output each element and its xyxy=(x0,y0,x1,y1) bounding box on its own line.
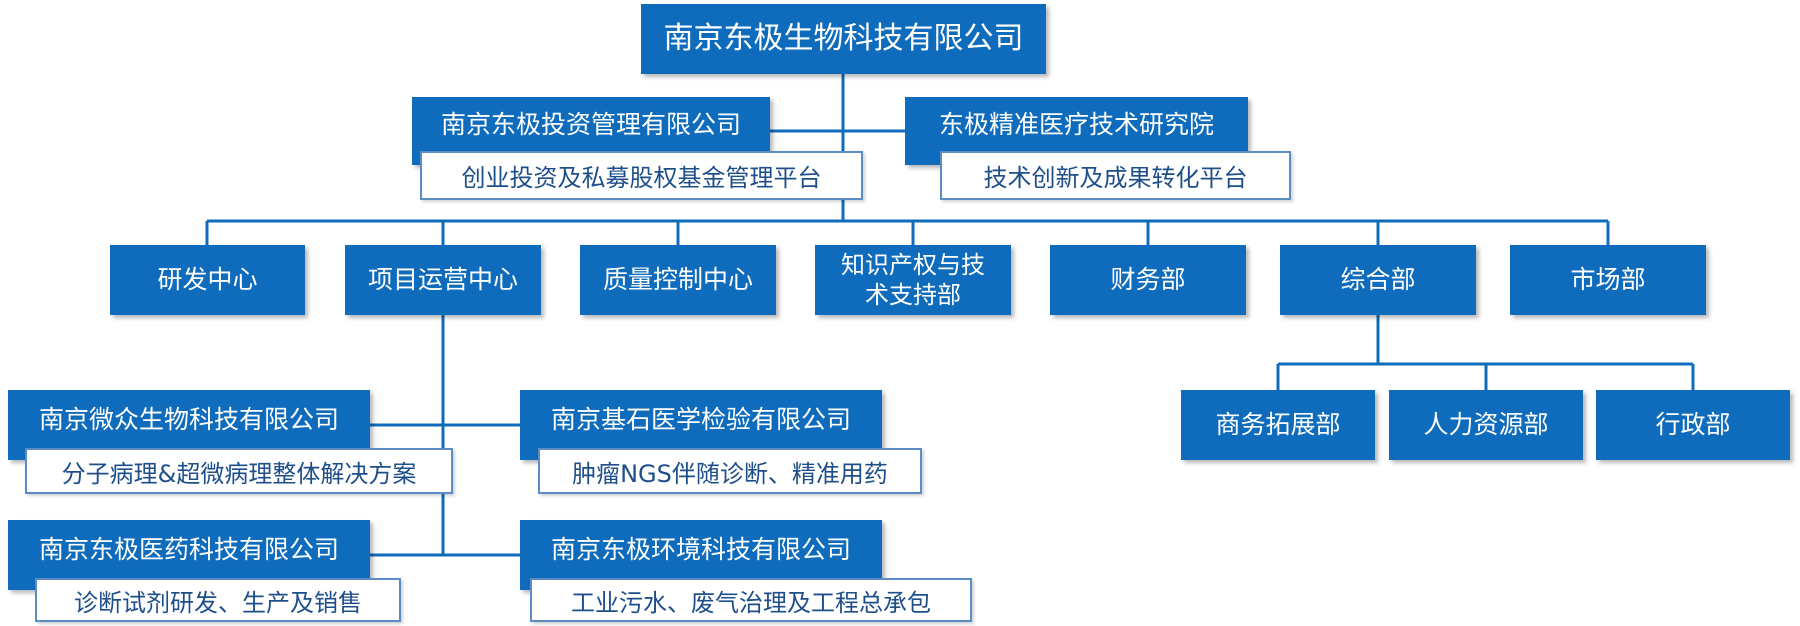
company-yiyao-desc: 诊断试剂研发、生产及销售 xyxy=(35,578,401,622)
company-weizhong-desc: 分子病理&超微病理整体解决方案 xyxy=(25,448,453,494)
dept-finance: 财务部 xyxy=(1050,245,1246,315)
dept-project-operations: 项目运营中心 xyxy=(345,245,541,315)
subdept-administration: 行政部 xyxy=(1596,390,1790,460)
affiliate-institute-desc: 技术创新及成果转化平台 xyxy=(940,151,1291,200)
subdept-human-resources: 人力资源部 xyxy=(1389,390,1583,460)
dept-general-affairs: 综合部 xyxy=(1280,245,1476,315)
dept-rnd-center: 研发中心 xyxy=(110,245,305,315)
subdept-business-development: 商务拓展部 xyxy=(1181,390,1375,460)
dept-marketing: 市场部 xyxy=(1510,245,1706,315)
dept-ip-tech-support: 知识产权与技 术支持部 xyxy=(815,245,1011,315)
affiliate-investment-desc: 创业投资及私募股权基金管理平台 xyxy=(420,151,863,200)
company-jishi-desc: 肿瘤NGS伴随诊断、精准用药 xyxy=(538,448,922,494)
company-huanjing-desc: 工业污水、废气治理及工程总承包 xyxy=(530,578,972,622)
dept-quality-control: 质量控制中心 xyxy=(580,245,776,315)
root-company-box: 南京东极生物科技有限公司 xyxy=(641,4,1046,74)
